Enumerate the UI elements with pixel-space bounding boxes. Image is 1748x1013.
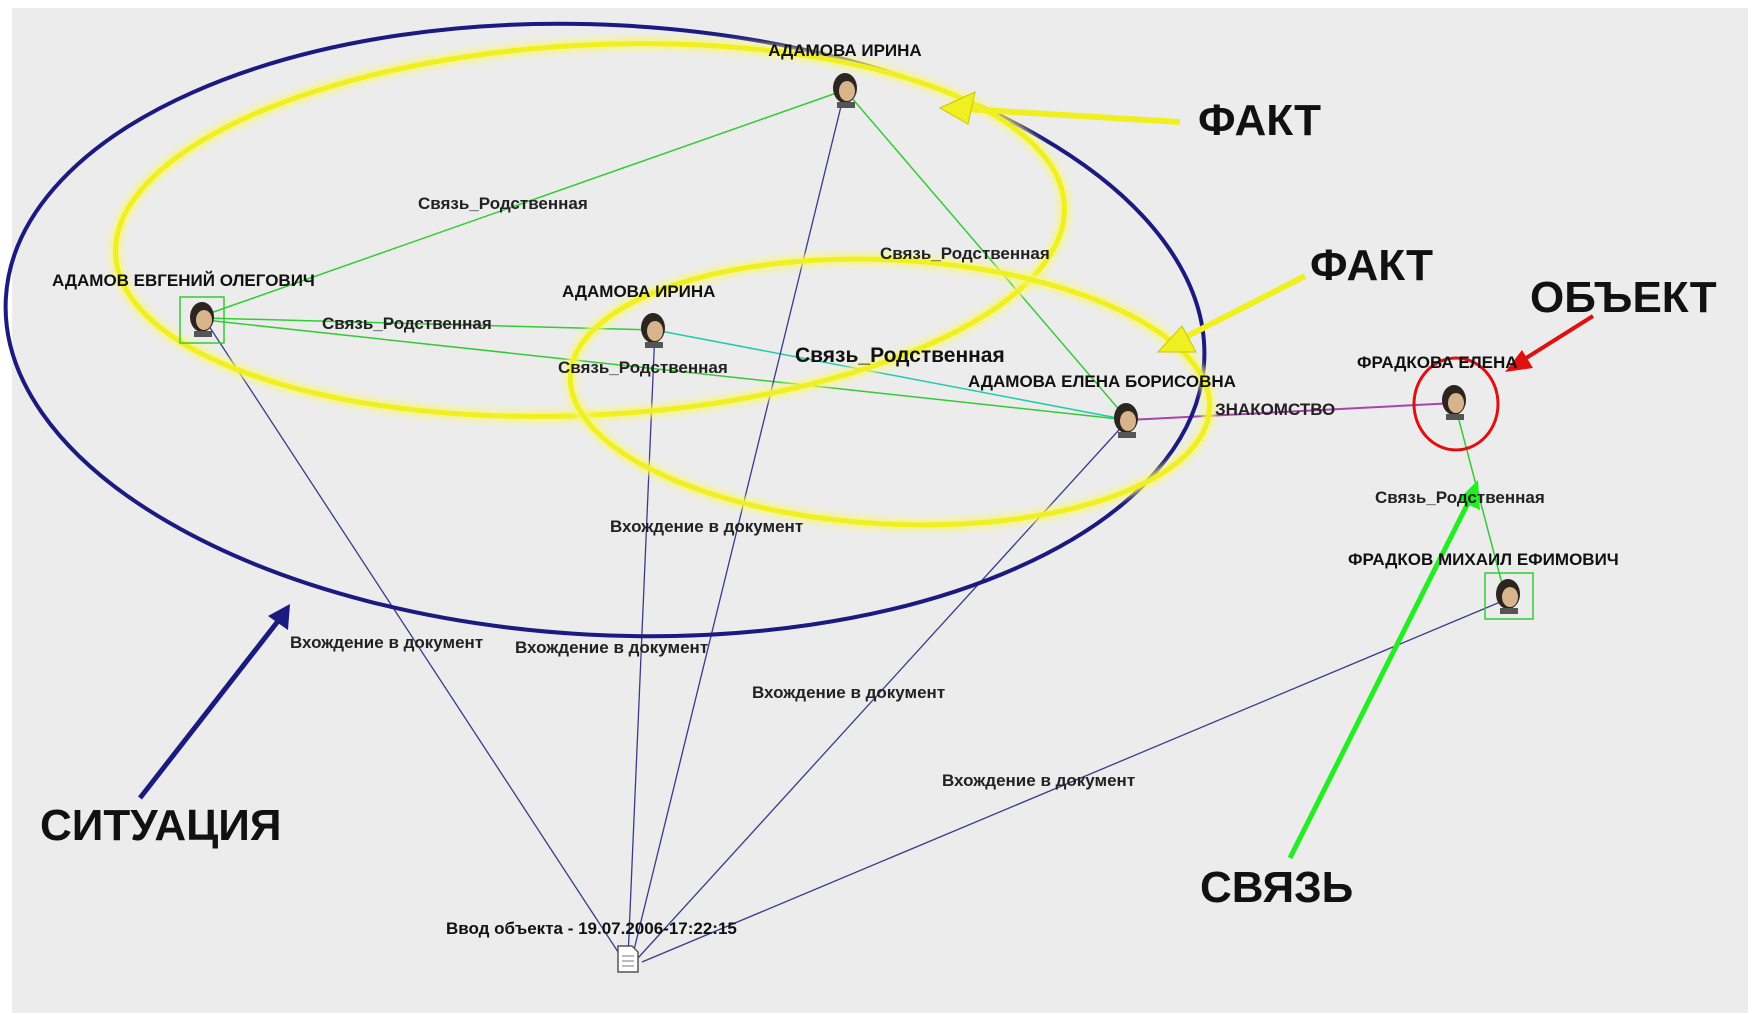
node-label-adamova-top: АДАМОВА ИРИНА bbox=[768, 41, 921, 60]
edge-label-kin-adamov-elena: Связь_Родственная bbox=[558, 358, 728, 377]
node-label-fradkova: ФРАДКОВА ЕЛЕНА bbox=[1357, 353, 1518, 372]
object-arrow bbox=[1505, 314, 1595, 372]
edge-kin-top-adamov[interactable] bbox=[204, 89, 846, 316]
person-icon bbox=[1114, 403, 1138, 438]
node-adamov[interactable] bbox=[179, 296, 225, 344]
person-icon bbox=[1442, 385, 1466, 420]
fact-ellipse-1 bbox=[109, 37, 1071, 423]
node-label-adamova-elena: АДАМОВА ЕЛЕНА БОРИСОВНА bbox=[968, 372, 1236, 391]
kinship-edges bbox=[204, 89, 1506, 596]
situation-ellipse bbox=[3, 21, 1207, 639]
node-adamova-top[interactable] bbox=[833, 73, 857, 108]
edge-label-kin-top-elena: Связь_Родственная bbox=[880, 244, 1050, 263]
annotation-object: ОБЪЕКТ bbox=[1530, 273, 1717, 322]
edge-label-kin-mid-elena: Связь_Родственная bbox=[795, 344, 1005, 367]
annotation-link: СВЯЗЬ bbox=[1200, 863, 1353, 912]
edge-label-doc-elena: Вхождение в документ bbox=[752, 683, 945, 702]
edge-doc-top[interactable] bbox=[631, 89, 846, 959]
edge-label-acquaintance: ЗНАКОМСТВО bbox=[1215, 400, 1335, 419]
edge-label-doc-fradkov: Вхождение в документ bbox=[942, 771, 1135, 790]
annotation-fact-1: ФАКТ bbox=[1198, 96, 1321, 145]
edge-label-kin-top-adamov: Связь_Родственная bbox=[418, 194, 588, 213]
person-icon bbox=[833, 73, 857, 108]
node-document[interactable] bbox=[617, 945, 639, 973]
edge-label-doc-top: Вхождение в документ bbox=[515, 638, 708, 657]
edge-doc-adamov[interactable] bbox=[204, 319, 623, 959]
edge-doc-fradkov[interactable] bbox=[641, 599, 1506, 963]
link-arrow bbox=[1287, 480, 1480, 860]
object-circle bbox=[1412, 356, 1500, 452]
fact-2-arrow bbox=[1156, 273, 1307, 353]
node-label-fradkov: ФРАДКОВ МИХАИЛ ЕФИМОВИЧ bbox=[1348, 550, 1619, 569]
fact-ellipse-2 bbox=[564, 253, 1216, 531]
edge-label-doc-adamov: Вхождение в документ bbox=[290, 633, 483, 652]
selection-box bbox=[179, 296, 225, 344]
edge-kin-adamov-elena[interactable] bbox=[204, 319, 1129, 421]
edge-kin-adamov-mid[interactable] bbox=[204, 317, 656, 331]
edge-kin-top-elena[interactable] bbox=[844, 89, 1129, 421]
person-icon bbox=[190, 302, 214, 337]
annotation-fact-2: ФАКТ bbox=[1310, 241, 1433, 290]
document-icon bbox=[617, 945, 639, 973]
canvas-background bbox=[12, 8, 1748, 1013]
fact-1-arrow bbox=[938, 91, 1181, 125]
edge-label-doc-mid: Вхождение в документ bbox=[610, 517, 803, 536]
person-icon bbox=[1496, 579, 1520, 614]
node-adamova-elena[interactable] bbox=[1114, 403, 1138, 438]
selection-box bbox=[1484, 572, 1534, 620]
annotation-situation: СИТУАЦИЯ bbox=[40, 801, 282, 850]
situation-arrow bbox=[138, 604, 290, 800]
node-label-document: Ввод объекта - 19.07.2006-17:22:15 bbox=[446, 919, 737, 938]
node-label-adamov: АДАМОВ ЕВГЕНИЙ ОЛЕГОВИЧ bbox=[52, 271, 315, 290]
edge-label-kin-fradkova-fradkov: Связь_Родственная bbox=[1375, 488, 1545, 507]
edge-acquaintance[interactable] bbox=[1127, 402, 1456, 421]
node-fradkova[interactable] bbox=[1442, 385, 1466, 420]
edge-label-kin-adamov-mid: Связь_Родственная bbox=[322, 314, 492, 333]
person-icon bbox=[641, 313, 665, 348]
node-adamova-mid[interactable] bbox=[641, 313, 665, 348]
edge-doc-mid[interactable] bbox=[627, 329, 656, 959]
node-fradkov[interactable] bbox=[1484, 572, 1534, 620]
node-label-adamova-mid: АДАМОВА ИРИНА bbox=[562, 282, 715, 301]
edge-kin-fradkova-fradkov[interactable] bbox=[1454, 404, 1506, 596]
edge-kin-mid-elena[interactable] bbox=[654, 329, 1129, 421]
